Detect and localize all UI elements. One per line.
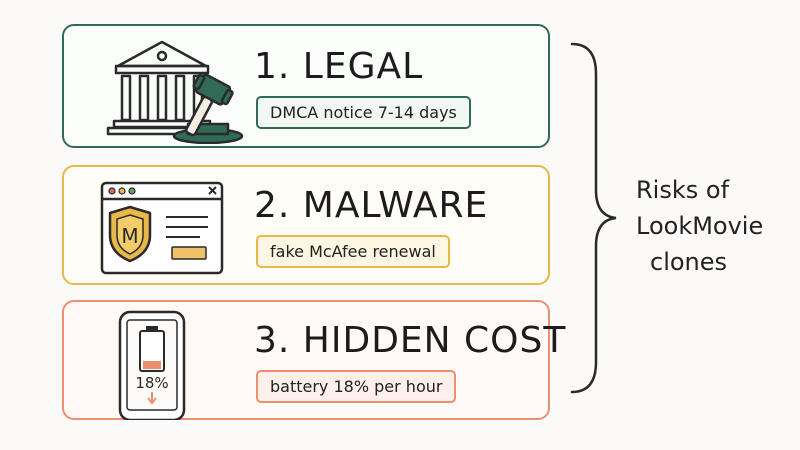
risk-card-legal: 1. LEGAL DMCA notice 7-14 days — [62, 24, 550, 148]
label-line: Risks of — [636, 176, 730, 204]
label-line: LookMovie — [636, 212, 764, 240]
browser-shield-icon: M — [100, 181, 224, 275]
label-line: clones — [650, 248, 728, 276]
risk-title: 2. MALWARE — [254, 185, 489, 226]
risk-title: 1. LEGAL — [254, 46, 424, 87]
diagram-label: Risks of LookMovie clones — [636, 172, 786, 280]
battery-readout: 18% — [135, 374, 168, 392]
risk-note: battery 18% per hour — [256, 370, 457, 403]
risk-note: fake McAfee renewal — [256, 235, 450, 268]
phone-battery-icon: 18% — [118, 310, 186, 420]
courthouse-gavel-icon — [106, 40, 244, 144]
risk-note: DMCA notice 7-14 days — [256, 96, 471, 129]
shield-letter: M — [121, 224, 138, 248]
risk-card-malware: M 2. MALWARE fake McAfee renewal — [62, 165, 550, 285]
risk-card-hidden-cost: 18% 3. HIDDEN COST battery 18% per hour — [62, 300, 565, 420]
risk-title: 3. HIDDEN COST — [254, 320, 567, 361]
curly-brace — [570, 42, 617, 394]
